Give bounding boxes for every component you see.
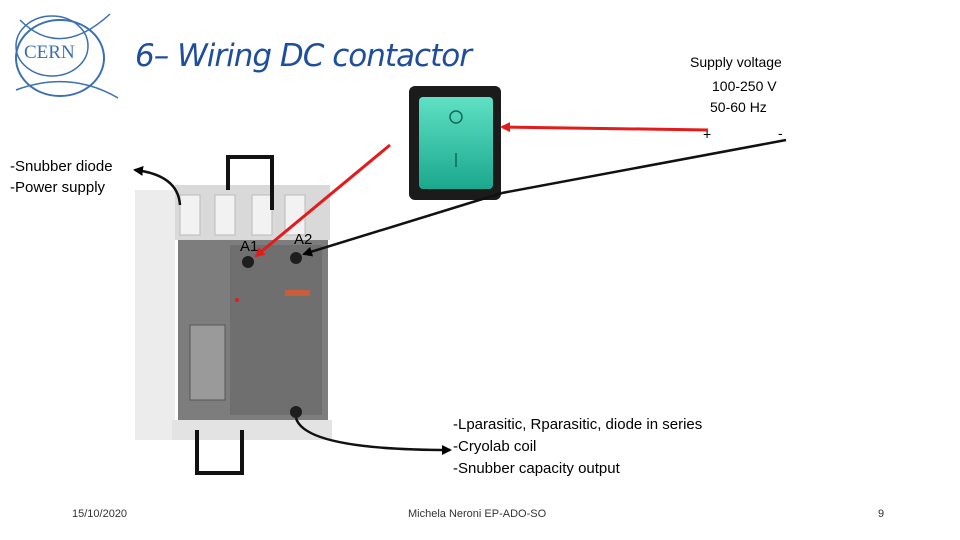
rocker-switch [409, 86, 501, 200]
terminal-a2-label: A2 [294, 231, 313, 248]
bottom-note-1: -Lparasitic, Rparasitic, diode in series [453, 416, 703, 433]
wire-to-a2 [302, 191, 503, 257]
top-jumper-wire [226, 155, 274, 210]
bottom-note-2: -Cryolab coil [453, 438, 537, 455]
footer-date: 15/10/2020 [72, 508, 128, 520]
arrow-to-bottom-note [294, 417, 452, 455]
supply-plus-label: + [703, 126, 712, 142]
supply-frequency-value: 50-60 Hz [710, 99, 767, 115]
left-note-1: -Snubber diode [10, 158, 113, 175]
a2-screw [290, 252, 302, 264]
bottom-jumper-wire [195, 430, 244, 475]
supply-voltage-value: 100-250 V [712, 78, 777, 94]
cern-logo-text: CERN [24, 42, 75, 63]
red-wire-to-a1 [254, 143, 391, 258]
terminal-a1-label: A1 [240, 238, 259, 255]
left-note-2: -Power supply [10, 179, 106, 196]
cern-logo [15, 13, 119, 99]
contactor [135, 185, 332, 440]
arrow-to-snubber-note [133, 165, 182, 206]
red-wire-to-switch [500, 122, 709, 133]
bottom-screw [290, 406, 302, 418]
slide-title: 6– Wiring DC contactor [135, 38, 472, 74]
footer-author: Michela Neroni EP-ADO-SO [408, 508, 547, 520]
supply-minus-wire [501, 138, 787, 195]
supply-minus-label: - [778, 125, 783, 141]
supply-voltage-heading: Supply voltage [690, 54, 782, 70]
a1-screw [242, 256, 254, 268]
bottom-note-3: -Snubber capacity output [453, 460, 620, 477]
footer-page-number: 9 [878, 508, 885, 520]
